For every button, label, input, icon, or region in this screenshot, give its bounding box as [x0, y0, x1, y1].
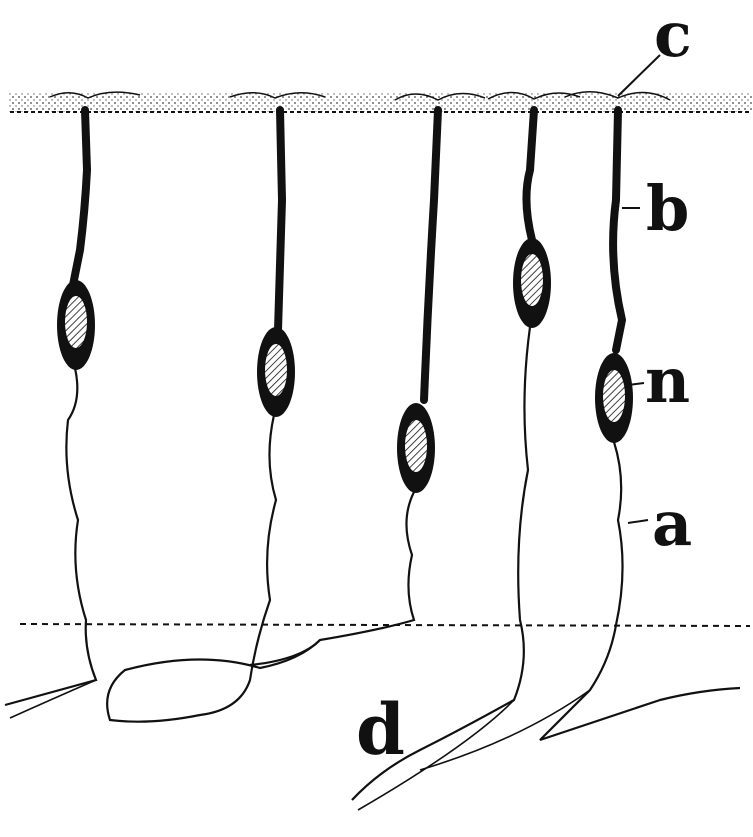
- neuron-5: [419, 91, 741, 771]
- label-c: c: [654, 0, 692, 71]
- label-a: a: [652, 487, 692, 560]
- neuron-4: [351, 91, 581, 811]
- neuron-1: [4, 91, 141, 719]
- leader-n: [627, 382, 645, 386]
- label-b: b: [646, 172, 689, 245]
- label-d: d: [356, 688, 405, 771]
- surface-layer: [8, 92, 753, 113]
- leader-a: [627, 519, 649, 524]
- label-n: n: [645, 344, 690, 417]
- neuron-2: [106, 92, 326, 723]
- neuron-3: [249, 92, 486, 667]
- boundary-line: [19, 623, 751, 627]
- leader-c: [617, 54, 661, 97]
